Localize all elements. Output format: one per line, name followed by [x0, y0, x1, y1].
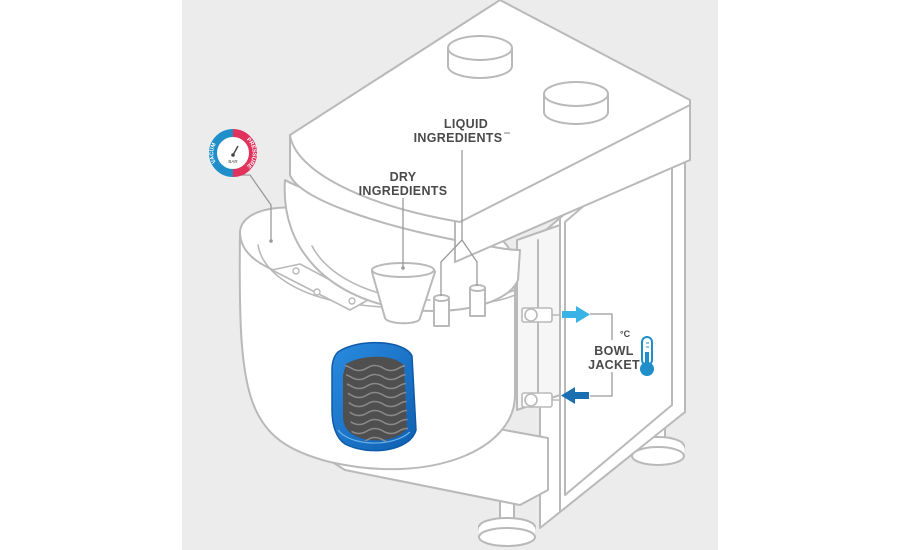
jacket-inlet-arrow — [561, 387, 589, 404]
dry-label-line1: DRY — [390, 170, 417, 184]
sight-window — [331, 342, 417, 452]
leader-lines — [234, 150, 613, 397]
gauge-pressure-label: PRESSURE — [245, 137, 257, 169]
support-frame — [516, 114, 686, 529]
gauge-center-label: BAR — [228, 159, 238, 164]
jacket-outlet-arrow — [562, 306, 590, 323]
top-cap-front — [543, 81, 609, 125]
jacket-valve-outlet — [521, 307, 561, 323]
gauge-pressure-arc — [232, 129, 257, 177]
jacket-valve-inlet — [521, 392, 561, 408]
dry-label-line2: INGREDIENTS — [359, 184, 448, 198]
liquid-label-line2: INGREDIENTS — [414, 131, 503, 145]
liquid-inlet-left — [433, 294, 450, 327]
pressure-gauge: BAR VACUM PRESSURE — [209, 129, 257, 177]
temperature-unit: °C — [620, 329, 631, 339]
liquid-label-line1: LIQUID — [444, 117, 488, 131]
bowl-jacket-label-line1: BOWL — [594, 344, 633, 358]
gauge-vacuum-label: VACUM — [209, 142, 218, 164]
mixer-head — [289, 0, 691, 263]
top-cap-rear — [447, 35, 513, 79]
gauge-vacuum-arc — [209, 129, 234, 177]
dry-ingredients-hopper — [371, 262, 436, 325]
bowl-jacket-label-line2: JACKET — [588, 358, 640, 372]
front-foot — [478, 499, 536, 547]
thermometer-icon — [640, 336, 654, 376]
liquid-inlet-right — [469, 284, 486, 317]
